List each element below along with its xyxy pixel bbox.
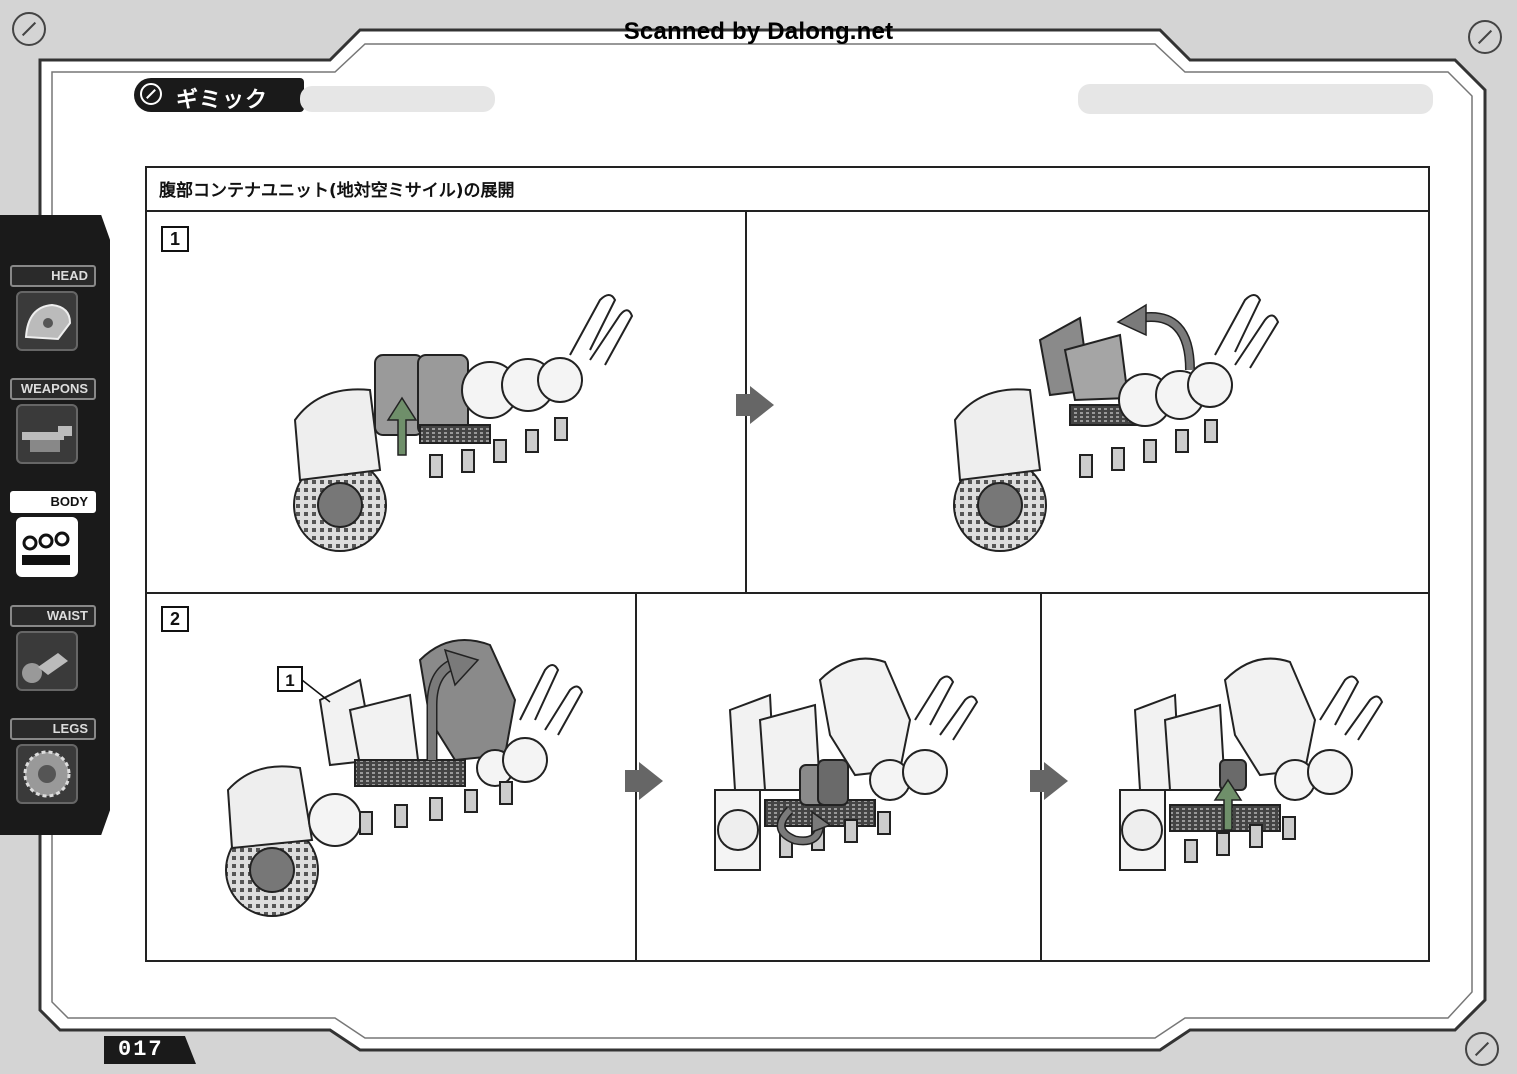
step-divider — [147, 592, 1428, 594]
gimmick-label: ギミック — [176, 88, 269, 113]
body-icon — [16, 517, 78, 577]
side-tab-legs-label: LEGS — [10, 718, 96, 740]
step1-before-illustration — [293, 294, 634, 552]
next-step-arrow-icon — [736, 386, 774, 424]
next-step-arrow-icon-2 — [625, 762, 663, 800]
step-number-1: 1 — [161, 226, 189, 252]
weapons-icon — [16, 404, 78, 464]
scan-watermark: Scanned by Dalong.net — [623, 18, 894, 45]
rotate-arrow-icon — [776, 806, 832, 846]
gear-icon — [140, 83, 162, 105]
step1-after-illustration — [953, 294, 1280, 552]
step2-panel3-illustration — [1119, 657, 1384, 871]
corner-gear-icon-top-left — [12, 12, 46, 46]
side-tab-head-label: HEAD — [10, 265, 96, 287]
head-icon — [16, 291, 78, 351]
step2-panel2-illustration — [714, 657, 979, 871]
step-number-2: 2 — [161, 606, 189, 632]
section-title: 腹部コンテナユニット(地対空ミサイル)の展開 — [159, 181, 515, 201]
up-swing-arrow-icon — [426, 648, 480, 760]
side-section-tabs: HEAD WEAPONS BODY WAIST LEGS — [0, 215, 110, 835]
faint-bleed-bar-right — [1078, 84, 1433, 114]
side-tab-waist-label: WAIST — [10, 605, 96, 627]
corner-gear-icon-bottom-right — [1465, 1032, 1499, 1066]
next-step-arrow-icon-3 — [1030, 762, 1068, 800]
faint-bleed-bar-left — [300, 86, 495, 112]
waist-icon — [16, 631, 78, 691]
up-arrow-icon — [386, 396, 418, 456]
curved-arrow-icon — [1116, 303, 1195, 371]
page-number: 017 — [104, 1036, 196, 1064]
title-divider — [147, 210, 1428, 212]
up-arrow-icon-2 — [1213, 778, 1243, 831]
corner-gear-icon-top-right — [1468, 20, 1502, 54]
legs-icon — [16, 744, 78, 804]
side-tab-body-label: BODY — [10, 491, 96, 513]
side-tab-weapons-label: WEAPONS — [10, 378, 96, 400]
svg-text:1: 1 — [285, 671, 294, 690]
gimmick-header-tab: ギミック — [134, 78, 304, 113]
callout-label-1: 1 — [277, 666, 331, 703]
